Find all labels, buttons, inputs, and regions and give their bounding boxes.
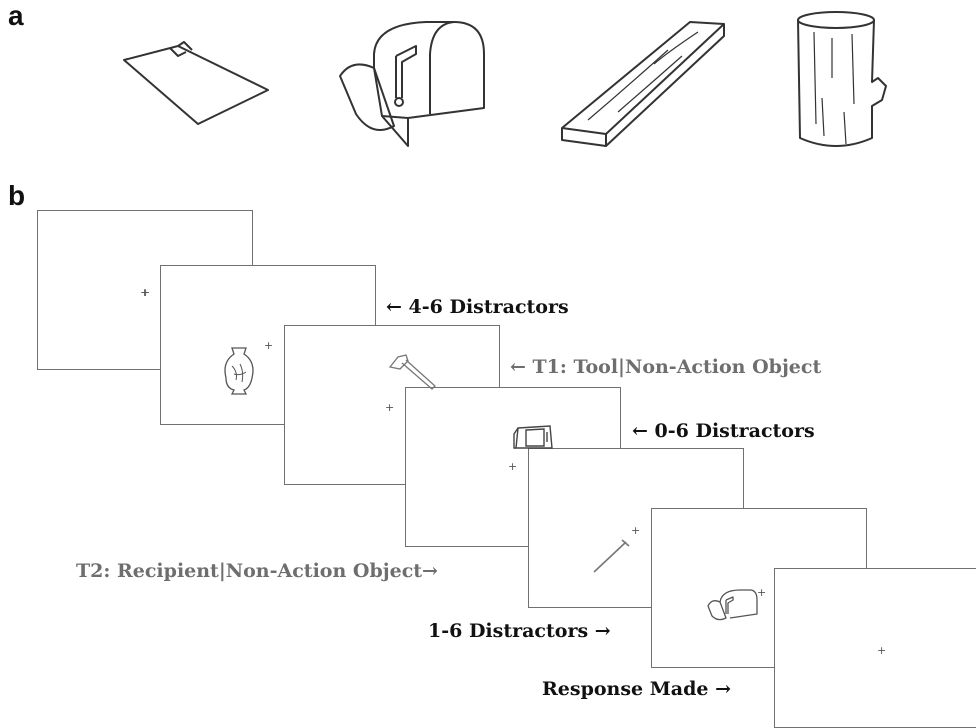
fixation-cross: + [141, 287, 150, 298]
panel-b-label: b [8, 180, 25, 212]
hammer-icon [388, 353, 436, 391]
fixation-cross: + [264, 340, 273, 351]
distractors-label-3: 1-6 Distractors → [428, 622, 611, 641]
distractors-label-2: ← 0-6 Distractors [632, 422, 815, 441]
panel-a-label: a [8, 0, 24, 32]
wooden-plank-icon [558, 16, 728, 148]
fixation-cross: + [631, 525, 640, 536]
shirt-icon [118, 38, 270, 128]
mailbox-icon [336, 18, 488, 150]
fixation-cross: + [508, 461, 517, 472]
t1-label: ← T1: Tool|Non-Action Object [510, 358, 821, 377]
nail-icon [592, 538, 630, 574]
t2-label: T2: Recipient|Non-Action Object→ [76, 562, 438, 581]
distractors-label-1: ← 4-6 Distractors [386, 298, 569, 317]
fixation-cross: + [757, 587, 766, 598]
rsvp-frame-7 [774, 568, 976, 728]
fixation-cross: + [877, 645, 886, 656]
microwave-icon [512, 424, 554, 450]
mailbox-icon [706, 588, 758, 624]
vase-icon [222, 346, 256, 396]
response-label: Response Made → [542, 680, 731, 699]
log-icon [792, 8, 892, 154]
fixation-cross: + [385, 402, 394, 413]
